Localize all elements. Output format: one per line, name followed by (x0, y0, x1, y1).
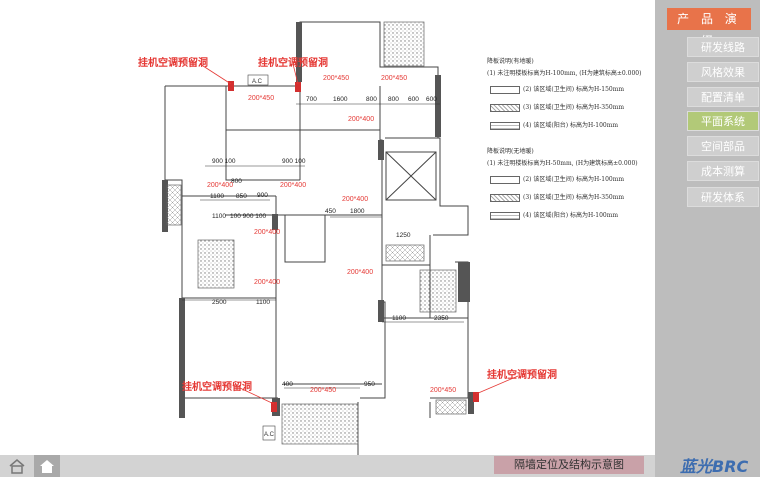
legend-item: (2) 该区域(卫生间) 标高为H-150mm (487, 84, 624, 94)
svg-text:200*400: 200*400 (207, 182, 233, 189)
svg-text:800: 800 (366, 96, 377, 103)
page-caption: 隔墙定位及结构示意图 (494, 456, 644, 474)
svg-text:1800: 1800 (350, 208, 365, 215)
svg-text:850: 850 (236, 193, 247, 200)
svg-text:200*450: 200*450 (430, 387, 456, 394)
svg-text:2350: 2350 (434, 315, 449, 322)
brand-logo: 蓝光BRC (680, 457, 749, 476)
svg-text:400: 400 (282, 381, 293, 388)
legend-item: (3) 该区域(卫生间) 标高为H-350mm (487, 102, 624, 112)
home-button[interactable] (4, 455, 30, 477)
ac-label-2: 挂机空调预留洞 (258, 58, 328, 69)
floor-plan: 700 1600 800 800 600 600 900 100 900 100 800 9… (162, 21, 519, 455)
legend-item: (1) 未注明楼板标高为H-50mm, (H为建筑标高±0.000) (487, 160, 638, 167)
legend-item: (4) 该区域(阳台) 标高为H-100mm (487, 210, 618, 220)
legend-item: (3) 该区域(卫生间) 标高为H-350mm (487, 192, 624, 202)
legend-item: (4) 该区域(阳台) 标高为H-100mm (487, 120, 618, 130)
bottom-bar (0, 455, 655, 477)
home-filled-icon (40, 460, 54, 473)
legend-title-1: 降板说明(有地暖) (487, 58, 534, 65)
svg-text:450: 450 (325, 208, 336, 215)
svg-text:200*400: 200*400 (342, 196, 368, 203)
svg-text:1250: 1250 (396, 232, 411, 239)
ac-label-3: 挂机空调预留洞 (182, 382, 252, 393)
sidebar-item-space-parts[interactable]: 空间部品 (687, 136, 759, 156)
sidebar-item-research-system[interactable]: 研发体系 (687, 187, 759, 207)
sidebar-title[interactable]: 产 品 演 绎 (667, 8, 751, 48)
svg-text:1100: 1100 (392, 315, 406, 322)
svg-text:900 100: 900 100 (212, 158, 236, 165)
svg-text:200*400: 200*400 (280, 182, 306, 189)
legend-title-2: 降板说明(无地暖) (487, 148, 534, 155)
svg-text:1600: 1600 (333, 96, 348, 103)
svg-text:1100: 1100 (212, 213, 226, 220)
svg-text:700: 700 (306, 96, 317, 103)
svg-text:1100: 1100 (256, 299, 270, 306)
svg-text:200*450: 200*450 (248, 95, 274, 102)
svg-text:A.C: A.C (252, 79, 263, 85)
ac-label-4: 挂机空调预留洞 (487, 370, 557, 381)
svg-text:950: 950 (364, 381, 375, 388)
home-icon (9, 459, 25, 474)
sidebar: 产 品 演 绎 研发线路 风格效果 配置清单 平面系统 空间部品 成本测算 研发… (655, 0, 760, 477)
svg-text:100 900 100: 100 900 100 (230, 213, 267, 220)
svg-text:600: 600 (426, 96, 437, 103)
svg-text:200*400: 200*400 (254, 279, 280, 286)
svg-text:900 100: 900 100 (282, 158, 306, 165)
legend-item: (2) 该区域(卫生间) 标高为H-100mm (487, 174, 624, 184)
svg-text:200*400: 200*400 (347, 269, 373, 276)
ac-label-1: 挂机空调预留洞 (138, 58, 208, 69)
svg-text:200*400: 200*400 (348, 116, 374, 123)
svg-text:200*400: 200*400 (254, 229, 280, 236)
svg-text:800: 800 (231, 178, 242, 185)
sidebar-item-research-route[interactable]: 研发线路 (687, 37, 759, 57)
svg-text:200*450: 200*450 (381, 75, 407, 82)
sidebar-item-config-list[interactable]: 配置清单 (687, 87, 759, 107)
svg-text:1100: 1100 (210, 193, 224, 200)
sidebar-item-plan-system[interactable]: 平面系统 (687, 111, 759, 131)
svg-text:A.C: A.C (264, 432, 275, 438)
home-filled-button[interactable] (34, 455, 60, 477)
legend-item: (1) 未注明楼板标高为H-100mm, (H为建筑标高±0.000) (487, 70, 642, 77)
sidebar-item-cost-estimate[interactable]: 成本测算 (687, 161, 759, 181)
sidebar-item-style-effect[interactable]: 风格效果 (687, 62, 759, 82)
svg-text:200*450: 200*450 (310, 387, 336, 394)
svg-text:200*450: 200*450 (323, 75, 349, 82)
svg-text:2500: 2500 (212, 299, 227, 306)
svg-text:900: 900 (257, 192, 268, 199)
svg-text:600: 600 (408, 96, 419, 103)
svg-text:800: 800 (388, 96, 399, 103)
